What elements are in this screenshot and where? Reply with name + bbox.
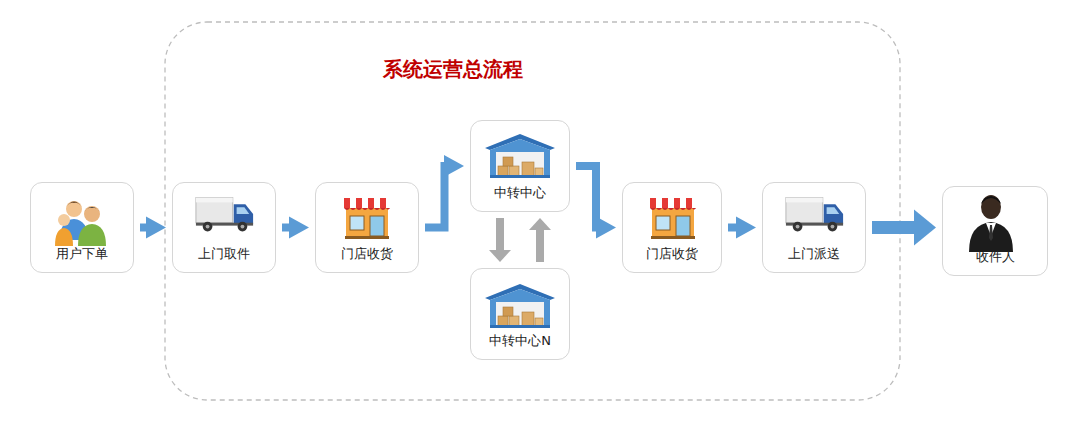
node-label: 上门派送 — [788, 246, 840, 262]
dashed-frame — [165, 22, 900, 400]
process-box: 上门派送 — [762, 182, 866, 273]
process-box: 门店收货 — [622, 182, 722, 273]
node-label: 门店收货 — [341, 246, 393, 262]
arrow-head — [444, 155, 464, 177]
arrow-head — [289, 217, 309, 239]
arrow-shaft — [282, 224, 290, 232]
arrow-head — [529, 218, 551, 230]
shop-icon — [344, 198, 390, 239]
process-box: 门店收货 — [315, 182, 419, 273]
node-label: 中转中心N — [489, 333, 551, 349]
arrow-shaft — [496, 218, 504, 251]
arrow-head — [146, 217, 166, 239]
users-icon — [55, 201, 106, 246]
arrow-head — [736, 217, 756, 239]
arrow-shaft — [536, 229, 544, 262]
warehouse-icon — [485, 134, 555, 178]
flow-arrow — [282, 217, 309, 239]
node-label: 门店收货 — [646, 246, 698, 262]
arrow-shaft — [425, 166, 446, 228]
process-box: 中转中心 — [470, 120, 570, 212]
arrow-head — [489, 250, 511, 262]
truck-icon — [196, 198, 253, 232]
arrow-shaft — [872, 221, 915, 234]
arrow-shaft — [140, 224, 147, 232]
flow-arrow — [872, 210, 936, 246]
flow-arrow — [728, 217, 756, 239]
node-label: 上门取件 — [198, 246, 250, 262]
node-label: 收件人 — [976, 249, 1015, 265]
process-box: 收件人 — [942, 186, 1048, 276]
shop-icon — [650, 198, 696, 239]
node-label: 中转中心 — [494, 185, 546, 201]
arrow-shaft — [576, 166, 597, 228]
process-box: 中转中心N — [470, 268, 570, 360]
person-icon — [969, 195, 1013, 252]
arrow-head — [596, 217, 616, 239]
flow-arrow — [425, 155, 464, 228]
flow-arrow — [576, 166, 616, 239]
arrow-head — [914, 210, 936, 246]
process-box: 上门取件 — [172, 182, 276, 273]
warehouse-icon — [485, 284, 555, 328]
arrow-shaft — [728, 224, 737, 232]
flow-arrow — [489, 218, 511, 262]
diagram-title: 系统运营总流程 — [383, 56, 523, 83]
process-box: 用户下单 — [30, 182, 134, 273]
flow-arrow — [529, 218, 551, 262]
node-label: 用户下单 — [56, 246, 108, 262]
flow-arrow — [140, 217, 166, 239]
truck-icon — [786, 198, 843, 232]
